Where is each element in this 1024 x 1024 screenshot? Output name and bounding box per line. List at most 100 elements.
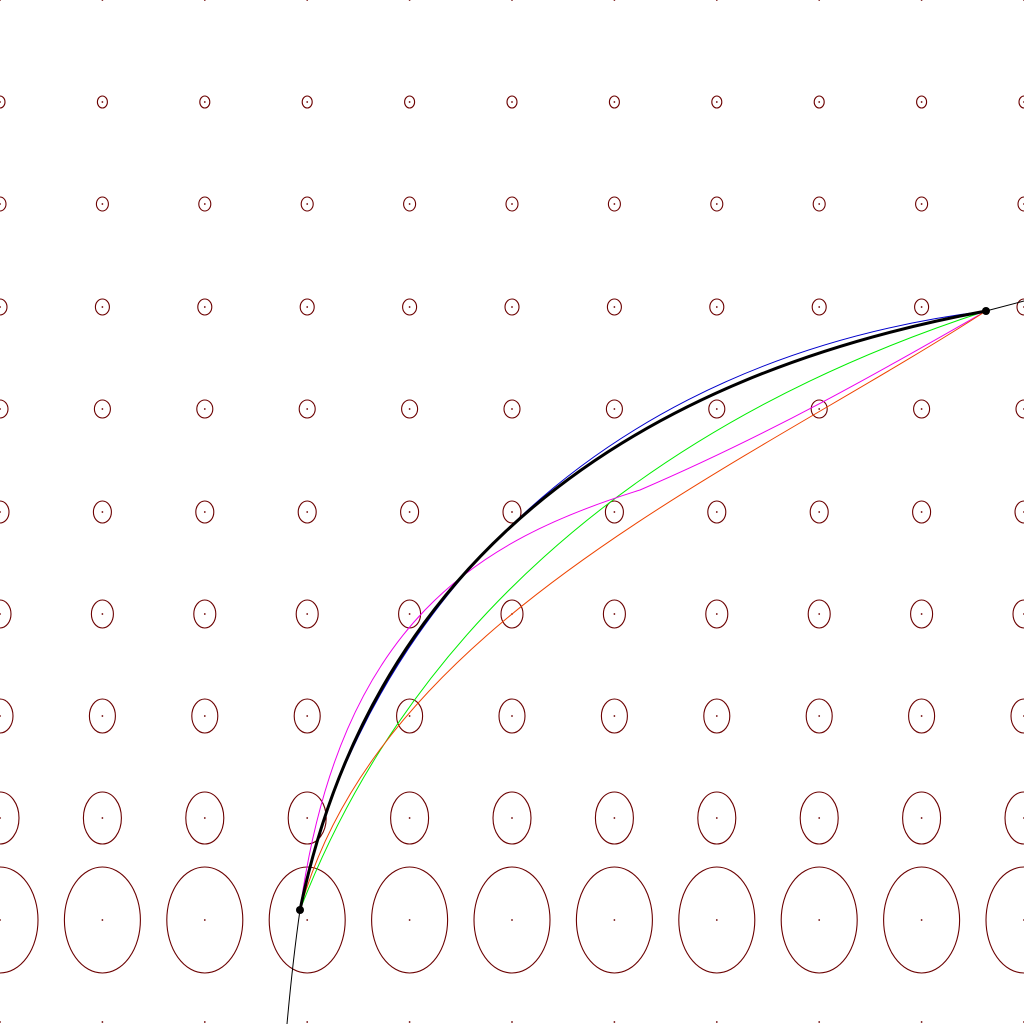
metric-ellipse (1017, 196, 1024, 212)
metric-ellipse (709, 298, 725, 316)
grid-center-dot (920, 203, 923, 205)
metric-ellipse (195, 500, 215, 524)
grid-center-dot (306, 919, 309, 921)
grid-center-dot (408, 919, 411, 921)
metric-ellipse (299, 298, 315, 316)
grid-center-dot (613, 408, 616, 410)
grid-center-dot (408, 1021, 411, 1023)
metric-ellipse (390, 791, 430, 845)
grid-center-dot (613, 817, 616, 819)
grid-center-dot (306, 715, 309, 717)
grid-center-dot (818, 613, 821, 615)
curve-layer (286, 300, 1024, 1024)
grid-center-dot (715, 919, 718, 921)
grid-center-dot (920, 817, 923, 819)
grid-center-dot (613, 613, 616, 615)
grid-center-dot (511, 408, 513, 410)
metric-ellipse (1014, 500, 1024, 524)
grid-center-dot (306, 0, 309, 1)
grid-center-dot (306, 203, 309, 205)
metric-ellipse (799, 791, 839, 845)
metric-ellipse (0, 196, 7, 212)
metric-ellipse (402, 298, 418, 316)
metric-ellipse (1010, 698, 1024, 734)
grid-center-dot (613, 1021, 616, 1023)
metric-ellipse (88, 698, 116, 734)
grid-center-dot (203, 101, 206, 103)
metric-ellipse (805, 698, 833, 734)
grid-center-dot (0, 1021, 1, 1023)
grid-center-dot (613, 101, 616, 103)
metric-ellipse (500, 599, 524, 629)
grid-center-dot (920, 511, 923, 513)
grid-center-dot (101, 511, 104, 513)
metric-ellipse (0, 698, 14, 734)
metric-ellipse (94, 298, 110, 316)
metric-ellipse (403, 196, 417, 212)
metric-ellipse (809, 500, 829, 524)
metric-ellipse (191, 698, 219, 734)
grid-center-dot (306, 306, 309, 308)
metric-ellipse (1016, 298, 1024, 316)
grid-center-dot (715, 101, 718, 103)
grid-center-dot (613, 919, 616, 921)
metric-ellipse (404, 95, 416, 109)
start-point (296, 906, 304, 914)
grid-center-dot (920, 613, 923, 615)
metric-ellipse (185, 791, 225, 845)
grid-center-dot (715, 203, 718, 205)
metric-ellipse (908, 698, 936, 734)
metric-ellipse (912, 500, 932, 524)
end-point (982, 307, 990, 315)
metric-ellipse (1004, 791, 1024, 845)
metric-ellipse (96, 95, 108, 109)
grid-center-dot (203, 715, 206, 717)
grid-center-dot (613, 511, 616, 513)
metric-ellipse (287, 791, 327, 845)
metric-ellipse (915, 196, 929, 212)
grid-center-dot (715, 511, 718, 513)
metric-ellipse (1012, 599, 1024, 629)
grid-center-dot (0, 817, 1, 819)
grid-center-dot (715, 1021, 718, 1023)
metric-ellipse (371, 866, 449, 974)
grid-center-dot (613, 203, 616, 205)
grid-center-dot (511, 306, 513, 308)
grid-center-dot (818, 0, 821, 1)
grid-center-dot (715, 817, 718, 819)
grid-center-dot (0, 306, 1, 308)
metric-ellipse (705, 599, 729, 629)
metric-ellipse (0, 791, 20, 845)
grid-center-dot (511, 203, 513, 205)
metric-ellipse (780, 866, 858, 974)
metric-ellipse (810, 399, 828, 419)
grid-center-dot (818, 511, 821, 513)
grid-center-dot (101, 1021, 104, 1023)
grid-center-dot (715, 715, 718, 717)
grid-center-dot (203, 613, 206, 615)
metric-ellipse (93, 399, 111, 419)
metric-ellipse (193, 599, 217, 629)
metric-ellipse (63, 866, 141, 974)
green-curve (299, 310, 987, 911)
grid-center-dot (511, 919, 513, 921)
grid-center-dot (408, 203, 411, 205)
metric-ellipse (0, 298, 8, 316)
grid-center-dot (511, 101, 513, 103)
orange-curve (299, 310, 987, 911)
metric-ellipse (0, 599, 12, 629)
grid-center-dot (920, 408, 923, 410)
metric-ellipse (678, 866, 756, 974)
grid-center-dot (511, 511, 513, 513)
grid-center-dot (101, 203, 104, 205)
endpoint-layer (296, 307, 990, 914)
metric-ellipse (298, 399, 316, 419)
metric-ellipse (198, 196, 212, 212)
grid-center-dot (306, 101, 309, 103)
grid-center-dot (203, 306, 206, 308)
grid-center-dot (0, 0, 1, 1)
metric-ellipse (1015, 399, 1024, 419)
metric-ellipse (812, 196, 826, 212)
grid-center-dot (101, 306, 104, 308)
metric-ellipse (295, 599, 319, 629)
